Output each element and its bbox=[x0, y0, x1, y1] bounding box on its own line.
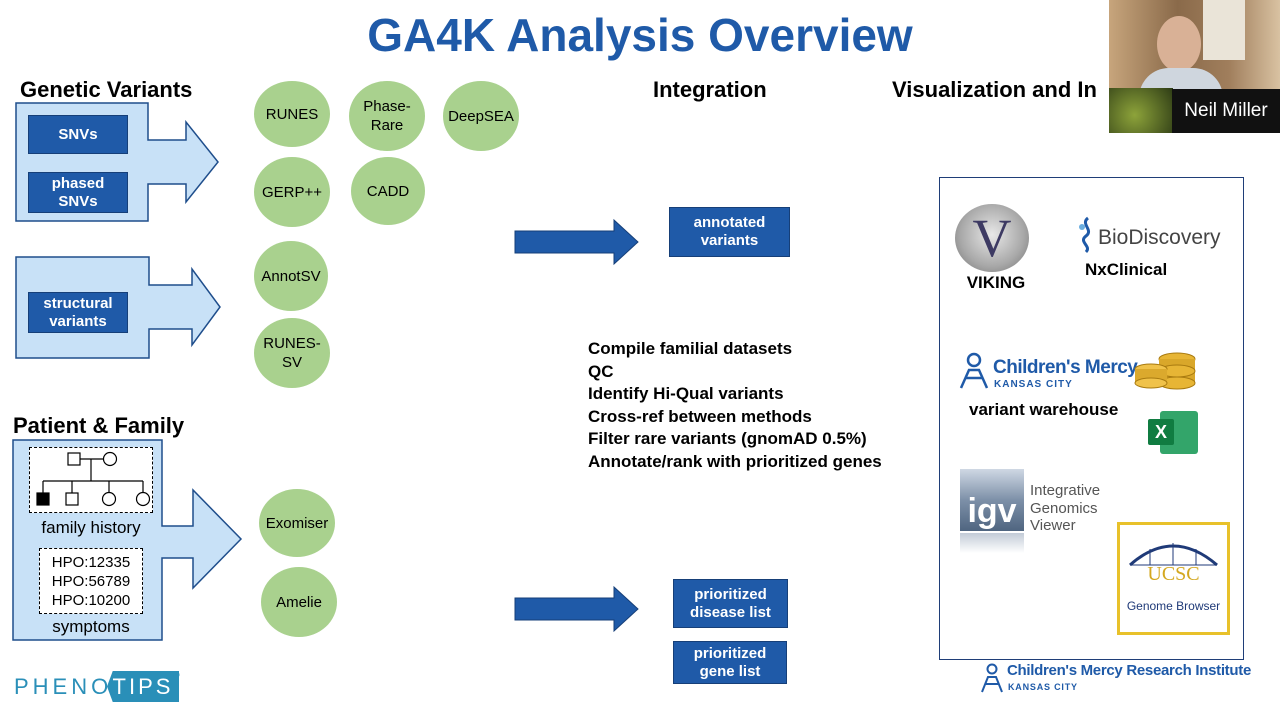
tool-gerp: GERP++ bbox=[254, 157, 330, 227]
video-plant bbox=[1109, 88, 1173, 133]
header-visualization: Visualization and In bbox=[892, 77, 1097, 102]
cmri-icon bbox=[981, 663, 1003, 693]
tool-amelie: Amelie bbox=[261, 567, 337, 637]
presenter-video: Neil Miller bbox=[1109, 0, 1280, 133]
integration-steps: Compile familial datasets QC Identify Hi… bbox=[588, 338, 882, 473]
igv-name-line: Integrative bbox=[1030, 482, 1101, 499]
tool-phase-rare: Phase-Rare bbox=[349, 81, 425, 151]
viking-label: VIKING bbox=[966, 273, 1026, 292]
header-patient-family: Patient & Family bbox=[13, 413, 185, 438]
igv-name-line: Genomics bbox=[1030, 499, 1098, 517]
step-item: Identify Hi-Qual variants bbox=[588, 384, 784, 403]
igv-name: Integrative Genomics Viewer bbox=[1030, 482, 1100, 535]
prioritized-disease-list-box: prioritized disease list bbox=[673, 579, 788, 628]
phased-snvs-box: phased SNVs bbox=[28, 172, 128, 213]
header-integration: Integration bbox=[653, 77, 767, 102]
excel-icon: X bbox=[1148, 419, 1174, 445]
childrens-mercy-label: Children's Mercy bbox=[993, 357, 1138, 378]
pedigree-box bbox=[29, 447, 153, 513]
annotated-variants-box: annotated variants bbox=[669, 207, 790, 257]
snvs-box: SNVs bbox=[28, 115, 128, 154]
ucsc-logo: UCSC Genome Browser bbox=[1117, 522, 1230, 635]
igv-logo: igv bbox=[960, 469, 1024, 531]
step-item: Annotate/rank with prioritized genes bbox=[588, 451, 882, 471]
biodiscovery-icon bbox=[1079, 216, 1091, 254]
tool-deepsea: DeepSEA bbox=[443, 81, 519, 151]
biodiscovery-label: BioDiscovery bbox=[1098, 226, 1221, 249]
cmri-city: KANSAS CITY bbox=[1008, 682, 1078, 692]
nxclinical-label: NxClinical bbox=[1085, 260, 1168, 279]
viking-logo: V bbox=[955, 204, 1029, 272]
ucsc-letters: UCSC bbox=[1147, 563, 1200, 585]
presenter-name: Neil Miller bbox=[1172, 89, 1280, 133]
childrens-mercy-city: KANSAS CITY bbox=[994, 379, 1073, 390]
tool-runes-sv: RUNES-SV bbox=[254, 318, 330, 388]
hpo-box: HPO:12335 HPO:56789 HPO:10200 bbox=[39, 548, 143, 614]
database-icon bbox=[1134, 352, 1196, 390]
step-item: Compile familial datasets bbox=[588, 339, 793, 358]
pedigree-diagram bbox=[36, 451, 151, 507]
phenotips-right: TIPS bbox=[107, 671, 179, 702]
igv-logo-reflection bbox=[960, 533, 1024, 553]
video-window bbox=[1203, 0, 1245, 60]
cmri-label: Children's Mercy Research Institute bbox=[1007, 662, 1251, 679]
step-item: Cross-ref between methods bbox=[588, 406, 812, 426]
symptoms-label: symptoms bbox=[52, 617, 130, 636]
flow-arrow-top bbox=[514, 218, 639, 266]
prioritized-gene-list-box: prioritized gene list bbox=[673, 641, 787, 684]
phenotips-left: PHENO bbox=[14, 674, 113, 699]
phenotips-registered: ® bbox=[173, 670, 180, 680]
viking-logo-letter: V bbox=[972, 208, 1012, 268]
page-title: GA4K Analysis Overview bbox=[367, 9, 913, 61]
structural-variants-box: structural variants bbox=[28, 292, 128, 333]
tool-runes: RUNES bbox=[254, 81, 330, 147]
igv-name-line: Viewer bbox=[1030, 517, 1076, 534]
tool-exomiser: Exomiser bbox=[259, 489, 335, 557]
variant-warehouse-label: variant warehouse bbox=[969, 400, 1119, 419]
hpo-term: HPO:12335 bbox=[51, 554, 131, 571]
flow-arrow-bottom bbox=[514, 585, 639, 633]
ucsc-bridge-icon bbox=[1129, 543, 1218, 567]
presenter-face bbox=[1157, 16, 1201, 72]
hpo-term: HPO:56789 bbox=[51, 573, 131, 590]
igv-logo-text: igv bbox=[967, 492, 1017, 530]
tool-cadd: CADD bbox=[351, 157, 425, 225]
childrens-mercy-icon bbox=[959, 352, 989, 389]
tool-annotsv: AnnotSV bbox=[254, 241, 328, 311]
hpo-term: HPO:10200 bbox=[51, 592, 131, 609]
header-genetic-variants: Genetic Variants bbox=[20, 77, 193, 102]
step-item: QC bbox=[588, 361, 614, 381]
step-item: Filter rare variants (gnomAD 0.5%) bbox=[588, 429, 867, 448]
family-history-label: family history bbox=[41, 518, 141, 537]
genome-browser-label: Genome Browser bbox=[1126, 599, 1221, 613]
